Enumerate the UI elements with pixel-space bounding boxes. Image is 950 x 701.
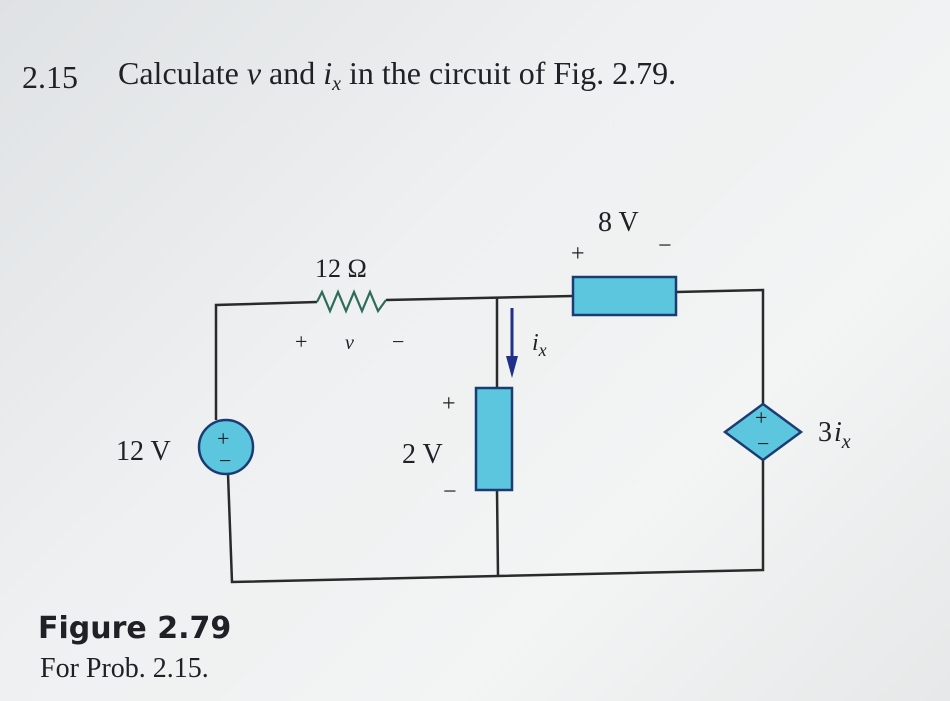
wire-top-middle	[385, 294, 574, 302]
source-12v: + −	[197, 418, 255, 476]
dep-source-minus: −	[757, 431, 769, 456]
source-12v-label: 12 V	[116, 436, 171, 467]
wires	[214, 288, 765, 584]
source-8v-minus: −	[658, 233, 672, 259]
source-8v-plus: +	[571, 241, 585, 267]
source-8v	[571, 275, 678, 317]
problem-statement: Calculate v and ix in the circuit of Fig…	[118, 55, 676, 95]
source-2v	[474, 386, 514, 492]
resistor-12-ohm	[316, 289, 387, 314]
v-label: v	[345, 332, 354, 354]
source-2v-minus: −	[443, 479, 457, 505]
source-2v-plus: +	[442, 391, 456, 417]
source-8v-label: 8 V	[598, 207, 639, 238]
source-12v-plus: +	[217, 426, 229, 451]
wire-top-left	[214, 300, 318, 420]
v-plus: +	[295, 329, 307, 354]
figure-caption: Figure 2.79	[38, 611, 231, 646]
v-minus: −	[392, 329, 404, 354]
source-12v-minus: −	[219, 448, 231, 473]
figure-subtitle: For Prob. 2.15.	[40, 653, 209, 684]
dep-source-plus: +	[755, 405, 767, 430]
source-2v-label: 2 V	[402, 439, 443, 470]
ix-label: ix	[532, 330, 547, 360]
dependent-voltage-source: + −	[722, 402, 804, 462]
wire-middle-lower	[495, 489, 500, 577]
dep-source-label: 3ix	[818, 417, 851, 453]
problem-number: 2.15	[22, 59, 78, 95]
ix-arrow-icon	[506, 308, 518, 378]
wire-top-right	[675, 288, 765, 404]
resistor-label: 12 Ω	[315, 254, 367, 283]
